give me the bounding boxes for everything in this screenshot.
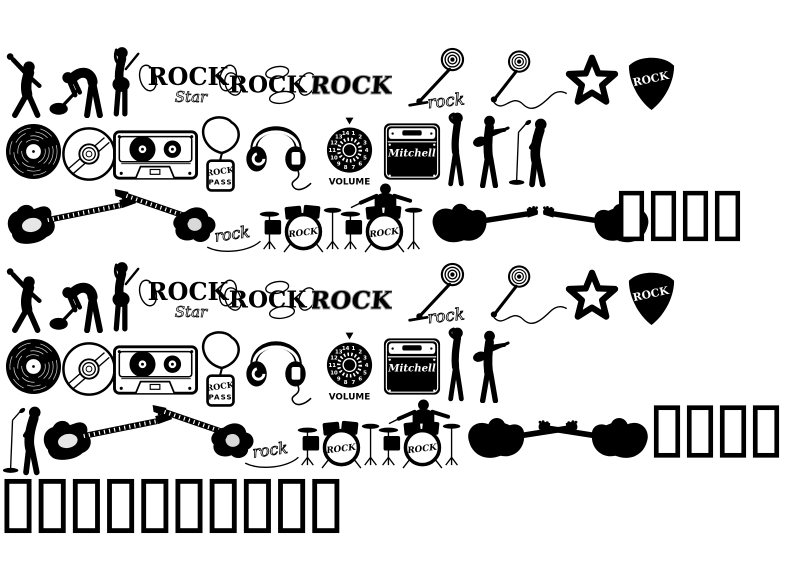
glyph-guitarist [472, 116, 509, 186]
glyph-singer-at-mic-stand [3, 407, 41, 473]
glyph-mic-with-cable [489, 48, 569, 110]
glyph-rock-acdc-logo [312, 70, 392, 101]
glyph-rock-acdc-logo [312, 285, 392, 316]
glyph-compact-disc [62, 127, 116, 181]
glyph-guitar-silhouette-mirrored [539, 418, 648, 458]
glyph-drum-kit-drummer [379, 399, 461, 468]
glyph-headphones [246, 345, 311, 405]
glyph-drum-kit [258, 202, 344, 253]
glyph-guitar-silhouette [468, 418, 577, 458]
glyph-volume-dial [325, 116, 374, 188]
glyph-missing-box [621, 193, 642, 239]
glyph-mic-with-cable [489, 263, 569, 325]
glyph-star [569, 58, 615, 102]
glyph-backstage-pass [201, 330, 241, 407]
glyph-missing-box [109, 481, 131, 530]
glyph-mic-rock-script [408, 46, 468, 114]
glyph-female-guitarist [112, 47, 138, 114]
glyph-missing-box [246, 481, 268, 530]
glyph-missing-box [178, 481, 200, 530]
glyph-missing-box [689, 408, 710, 456]
glyph-female-singer [450, 328, 463, 399]
glyph-mic-rock-script [408, 261, 468, 329]
glyph-guitar-rock-script [153, 405, 299, 467]
glyph-star [569, 273, 615, 317]
glyph-singer-with-mic [7, 268, 40, 330]
glyph-headphones [246, 130, 311, 190]
glyph-guitar-rock-script [115, 189, 261, 251]
glyph-guitar-silhouette [433, 204, 538, 242]
glyph-singer-with-mic [7, 53, 40, 115]
glyph-rock-star-logo [138, 276, 238, 322]
glyph-electric-guitar [44, 411, 172, 460]
glyph-female-guitarist [112, 262, 138, 329]
glyph-cassette-tape [113, 345, 199, 395]
glyph-missing-box [755, 408, 776, 456]
glyph-female-singer [450, 113, 463, 184]
glyph-rock-swirl-logo [223, 279, 317, 321]
glyph-missing-box [212, 481, 234, 530]
glyph-backstage-pass [201, 115, 241, 192]
glyph-drum-kit-drummer [341, 183, 423, 252]
glyph-rock-star-logo [138, 61, 238, 107]
glyph-missing-box [722, 408, 743, 456]
glyph-guitar-pick [628, 57, 675, 110]
glyph-missing-box [144, 481, 166, 530]
glyph-missing-box [41, 481, 63, 530]
glyph-volume-dial [325, 331, 374, 403]
glyph-guitar-amplifier [383, 337, 441, 396]
glyph-missing-box [653, 193, 674, 239]
glyph-guitar-smasher [50, 72, 100, 115]
glyph-missing-box [280, 481, 302, 530]
glyph-drum-kit [296, 418, 382, 469]
glyph-vinyl-record [5, 123, 62, 180]
glyph-cassette-tape [113, 130, 199, 180]
glyph-vinyl-record [5, 338, 62, 395]
glyph-guitar-amplifier [383, 122, 441, 181]
glyph-missing-box [656, 408, 677, 456]
glyph-rock-swirl-logo [223, 64, 317, 106]
glyph-singer-at-mic-stand [509, 119, 547, 185]
glyph-missing-box [75, 481, 97, 530]
glyph-missing-box [717, 193, 738, 239]
glyph-guitarist [472, 331, 509, 401]
glyph-compact-disc [62, 342, 116, 396]
glyph-guitar-smasher [50, 287, 100, 330]
glyph-electric-guitar [8, 195, 136, 244]
glyph-missing-box [315, 481, 337, 530]
glyph-missing-box [685, 193, 706, 239]
glyph-guitar-pick [628, 272, 675, 325]
glyph-missing-box [7, 481, 29, 530]
